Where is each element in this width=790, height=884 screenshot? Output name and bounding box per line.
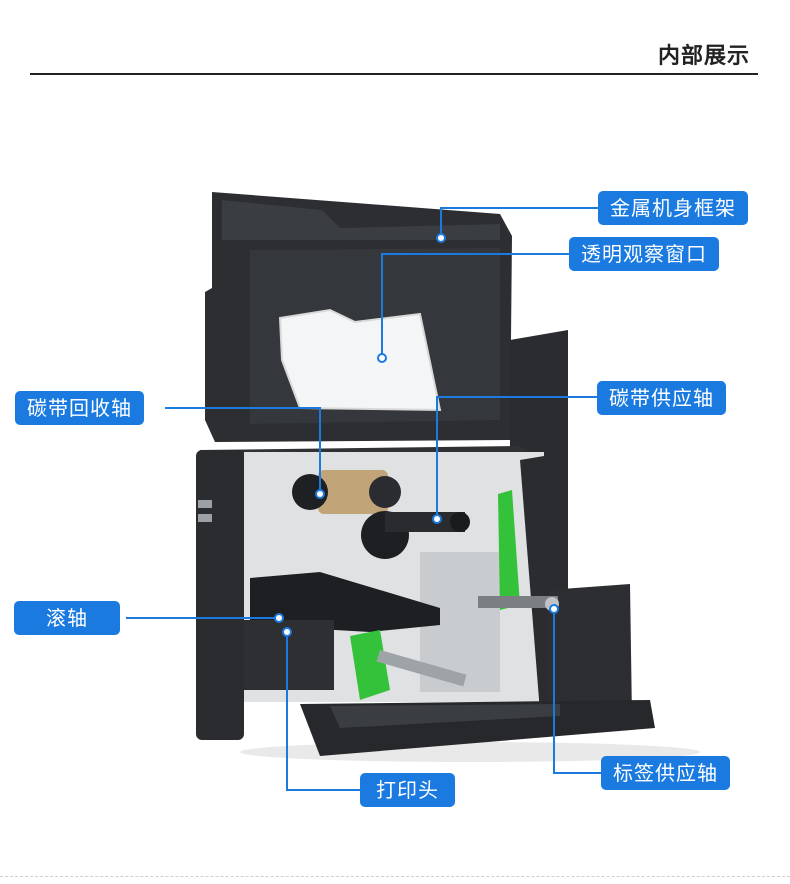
label-line-v [553,610,555,773]
label-guide-green [498,490,520,610]
supply-line-h [437,396,599,398]
callout-frame: 金属机身框架 [598,191,748,225]
indicator-1 [198,500,212,508]
page-title: 内部展示 [657,44,750,69]
supply-spindle [385,512,465,532]
platen-marker [274,613,284,623]
rewind-line-h [165,407,320,409]
front-left-panel [196,450,244,740]
label-marker [549,604,559,614]
callout-label-supply: 标签供应轴 [601,756,730,790]
label-line-h [553,772,603,774]
top-cover-ridge [222,200,500,240]
frame-line-h [441,207,601,209]
title-divider [30,73,758,75]
supply-cap [450,512,470,532]
label-media-bay [548,584,632,720]
callout-window: 透明观察窗口 [569,237,719,271]
printhead-lever [350,630,390,700]
pressure-rod [376,649,467,687]
frame-marker [436,233,446,243]
viewing-window [278,308,442,412]
printhead-arm [250,572,440,632]
printhead-marker [282,627,292,637]
rewind-line-v [319,407,321,493]
window-line-v [381,253,383,357]
window-line-h [382,253,572,255]
callout-ribbon-rewind: 碳带回收轴 [15,391,144,425]
printhead-line-v [286,634,288,790]
callout-ribbon-supply: 碳带供应轴 [597,381,726,415]
callout-printhead: 打印头 [360,773,455,807]
side-door-top [510,330,568,470]
callout-platen: 滚轴 [14,601,120,635]
rewind-marker [315,489,325,499]
ribbon-roll [318,470,388,514]
frame-line-v [440,207,442,237]
window-marker [377,353,387,363]
supply-line-v [436,396,438,518]
printhead-line-h [286,789,362,791]
platen-line-h [126,617,278,619]
indicator-2 [198,514,212,522]
supply-marker [432,514,442,524]
rewind-end [369,476,401,508]
bottom-divider [0,876,790,877]
label-supply-spindle [478,596,558,608]
tray-guide [330,704,560,728]
